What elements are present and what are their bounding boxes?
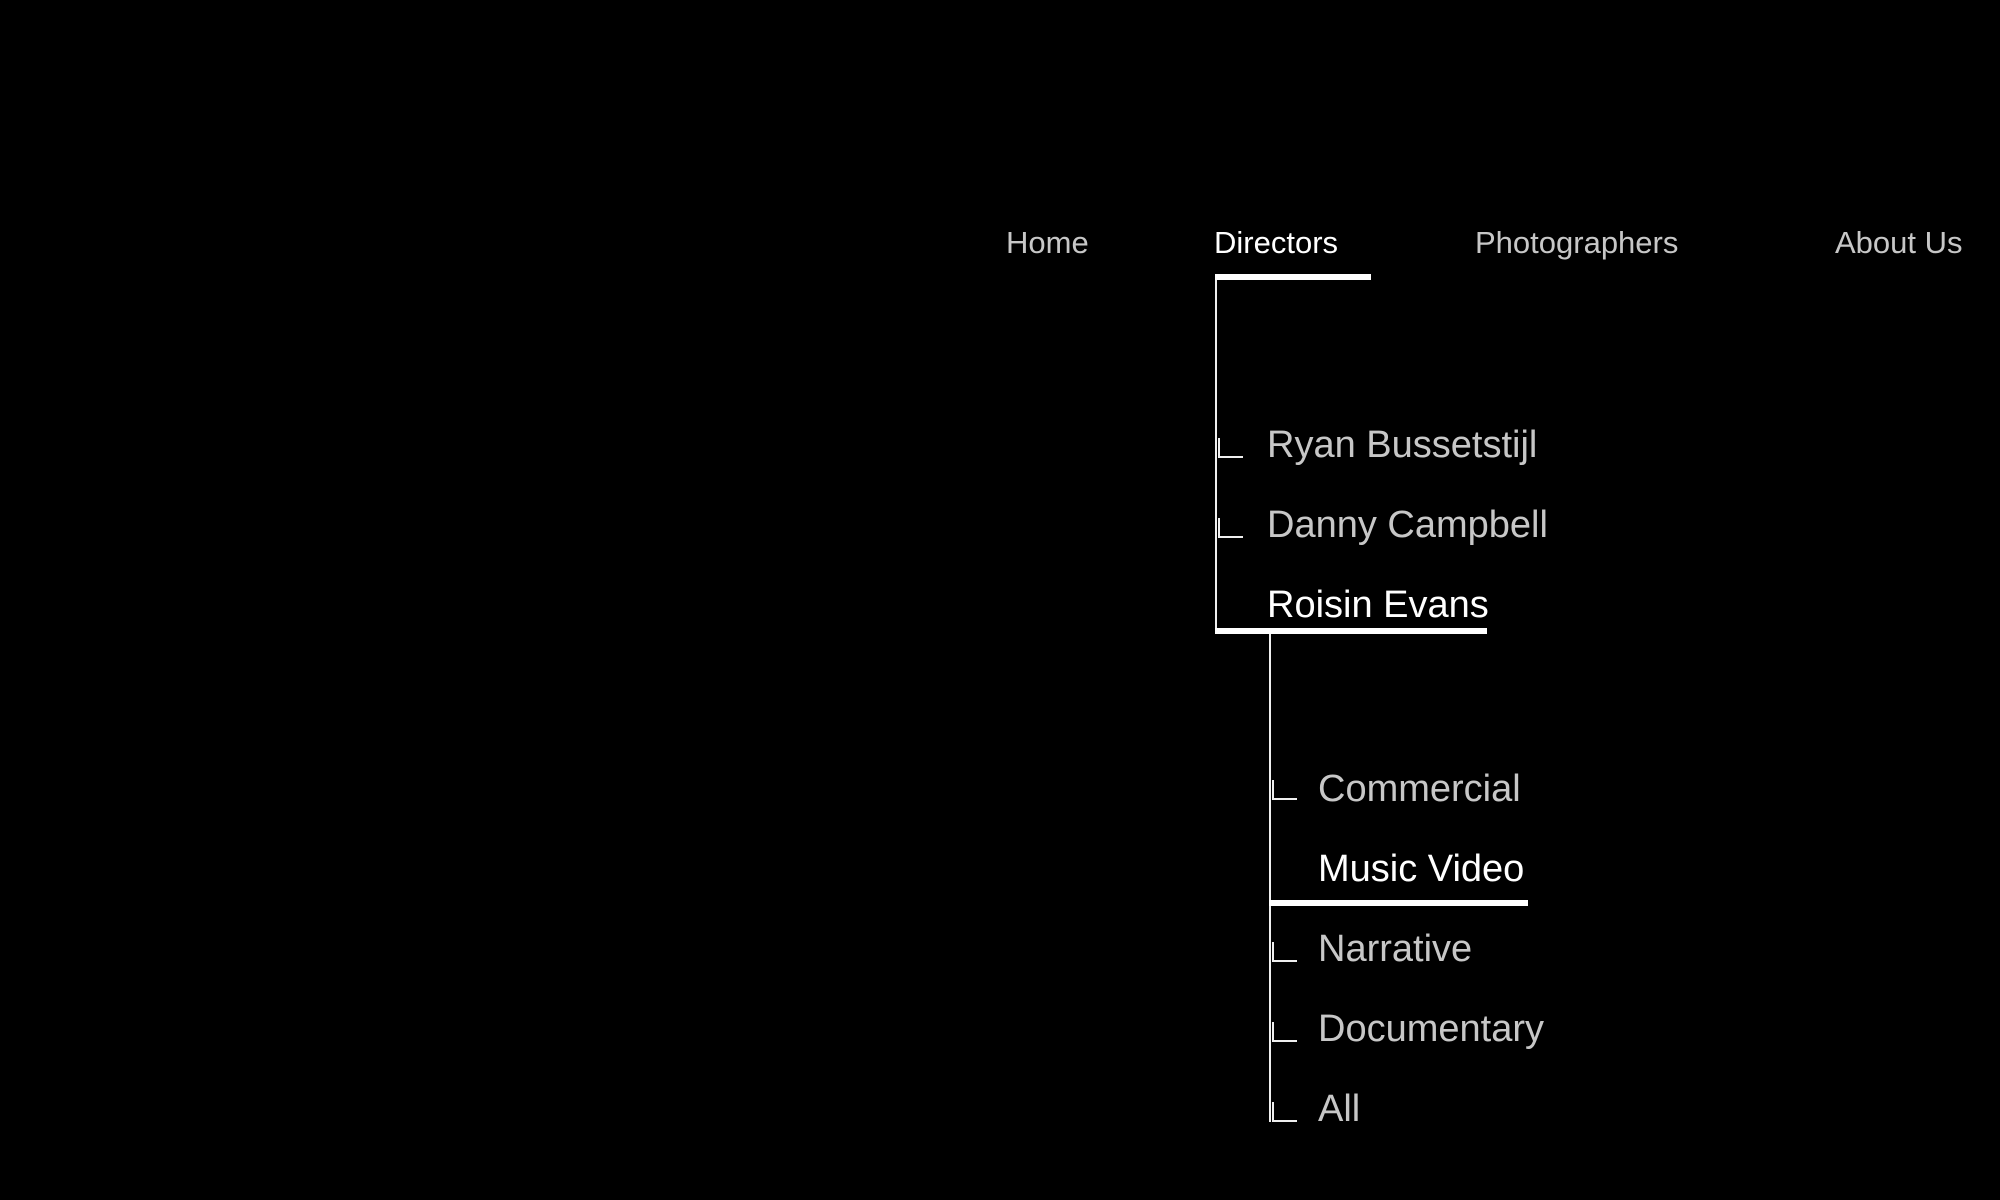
music-video-active-underline-indicator (1269, 900, 1528, 906)
nav-item-home[interactable]: Home (1006, 225, 1089, 260)
nav-item-directors[interactable]: Directors (1214, 225, 1339, 260)
menu-item-ryan-bussetstijl[interactable]: Ryan Bussetstijl (1267, 424, 1538, 466)
menu-item-roisin-evans[interactable]: Roisin Evans (1267, 584, 1489, 626)
directors-tree-trunk-line (1215, 280, 1217, 628)
tree-elbow-connector-icon (1218, 438, 1243, 458)
menu-item-commercial[interactable]: Commercial (1318, 768, 1521, 810)
categories-tree-trunk-line (1269, 634, 1271, 1122)
nav-item-photographers[interactable]: Photographers (1475, 225, 1679, 260)
tree-elbow-connector-icon (1218, 518, 1243, 538)
tree-elbow-connector-icon (1272, 1102, 1297, 1122)
menu-item-danny-campbell[interactable]: Danny Campbell (1267, 504, 1548, 546)
tree-elbow-connector-icon (1272, 1022, 1297, 1042)
roisin-evans-active-underline-indicator (1215, 628, 1487, 634)
menu-item-narrative[interactable]: Narrative (1318, 928, 1473, 970)
nav-item-about-us[interactable]: About Us (1835, 225, 1963, 260)
menu-item-all[interactable]: All (1318, 1088, 1361, 1130)
tree-elbow-connector-icon (1272, 780, 1297, 800)
menu-item-documentary[interactable]: Documentary (1318, 1008, 1544, 1050)
tree-elbow-connector-icon (1272, 942, 1297, 962)
menu-item-music-video[interactable]: Music Video (1318, 848, 1525, 890)
directors-active-underline-indicator (1215, 274, 1371, 280)
